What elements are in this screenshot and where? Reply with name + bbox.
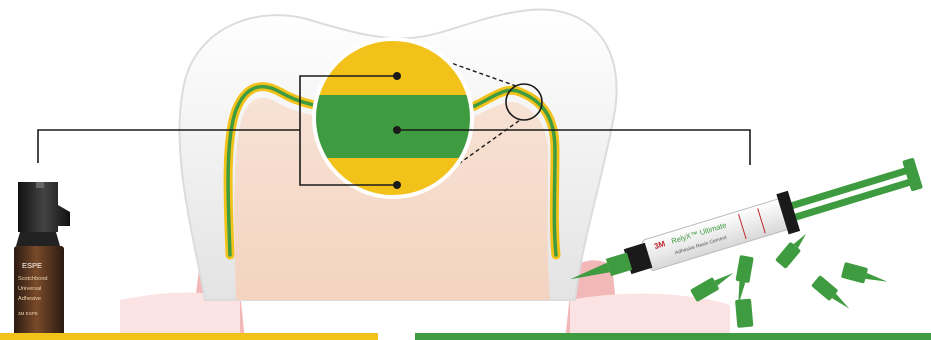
bottle-brand: ESPE [22,261,42,270]
bottle-label-2: Universal [18,286,41,292]
bottom-bar-green [415,333,931,340]
mixing-tip-icon [811,275,854,314]
bottle-label-1: Scotchbond [18,276,48,282]
mixing-tip-icon [735,299,753,328]
bottom-bar-yellow [0,333,378,340]
mixing-tip-icon [841,262,890,289]
mixing-tip-icon [731,255,753,307]
bottle-label-3: Adhesive [18,296,41,302]
mixing-tip-icon [775,229,811,269]
adhesive-bottle-icon: ESPE Scotchbond Universal Adhesive 3M ES… [14,182,70,338]
mixing-tip-icon [690,267,737,302]
bottle-label-4: 3M ESPE [18,311,38,316]
